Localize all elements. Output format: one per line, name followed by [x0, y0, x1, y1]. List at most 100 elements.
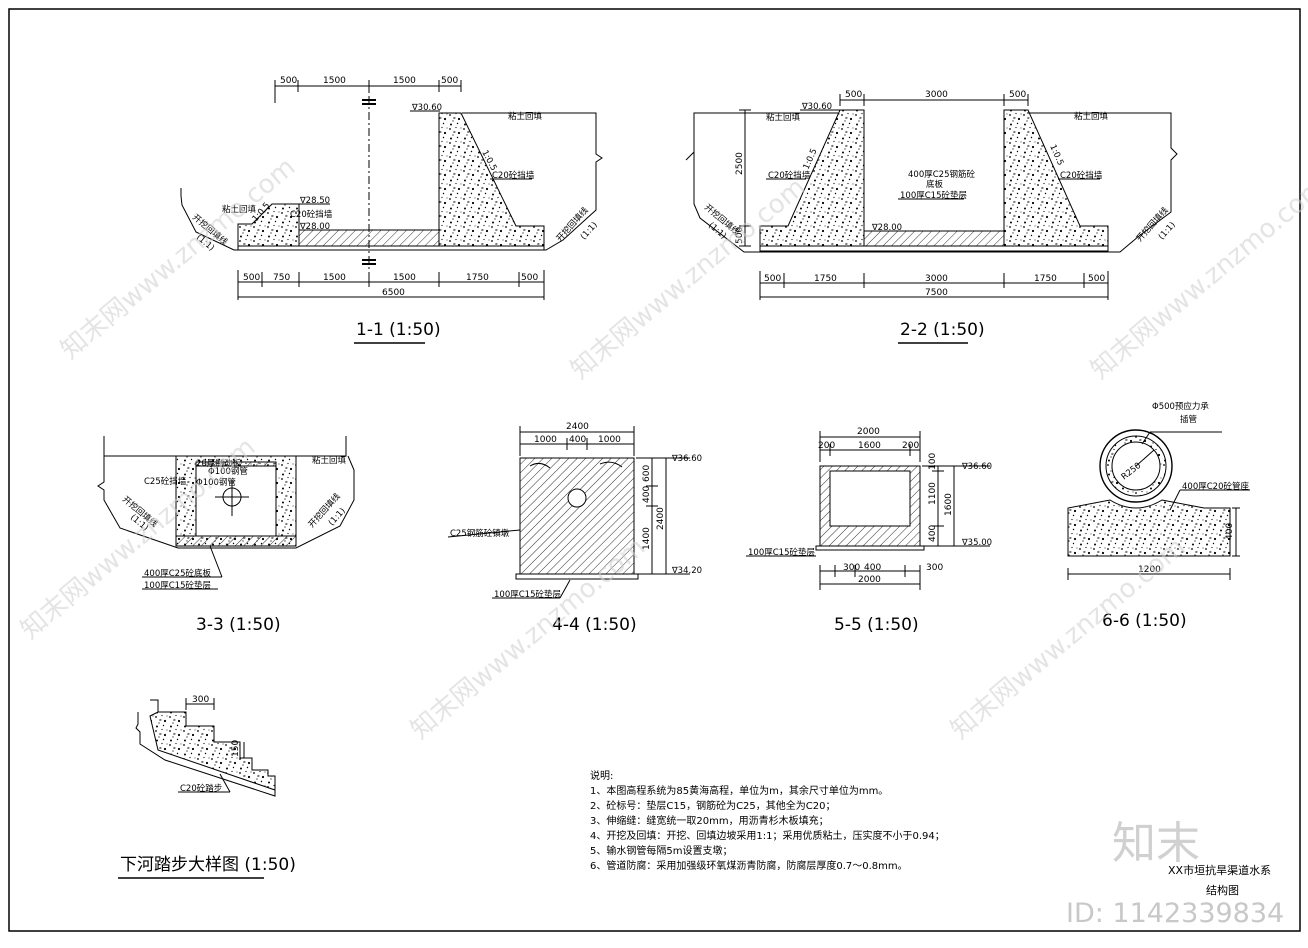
s55-elev-bot: ∇35.00 [961, 538, 992, 548]
s22-bot-dim-3: 3000 [925, 274, 948, 284]
s22-elev-bot: ∇28.00 [871, 223, 902, 233]
s33-title: 3-3 (1:50) [196, 615, 281, 635]
s11-bot-dim-1: 500 [243, 273, 260, 283]
step-dim-w: 300 [192, 695, 209, 705]
note-3: 3、伸缩缝：缝宽统一取20mm，用沥青杉木板填充； [590, 814, 829, 827]
step-detail: 300 150 C20砼踏步 下河踏步大样图 (1:50) [118, 695, 296, 879]
s11-backfill-left: 粘土回填 [222, 204, 257, 215]
s44-right-dim-2: 400 [642, 486, 652, 503]
s11-elev-mid: ∇28.50 [299, 196, 330, 206]
s11-excav-right-ratio: (1:1) [579, 220, 600, 242]
s55-bot-dim-1: 300 [843, 563, 860, 573]
s33-base: 400厚C25砼底板 [144, 568, 211, 579]
s11-title: 1-1 (1:50) [356, 320, 441, 340]
s55-top-total: 2000 [857, 427, 880, 437]
s11-wall-left: C20砼挡墙 [290, 209, 333, 220]
watermark-id: ID: 1142339834 [1066, 898, 1284, 929]
s55-bot-dim-2: 400 [864, 563, 881, 573]
s22-title: 2-2 (1:50) [900, 320, 985, 340]
s55-top-dim-1: 200 [818, 441, 835, 451]
notes-heading: 说明: [590, 769, 613, 782]
watermark-logo: 知末 [1112, 818, 1200, 869]
s55-title: 5-5 (1:50) [834, 615, 919, 635]
s55-top-dim-2: 1600 [858, 441, 881, 451]
s22-bot-dim-5: 500 [1088, 274, 1105, 284]
s22-bot-dim-1: 500 [764, 274, 781, 284]
s44-right-dim-3: 1400 [642, 527, 652, 550]
s44-top-dim-1: 1000 [534, 435, 557, 445]
s22-wall-left: C20砼挡墙 [768, 170, 811, 181]
note-6: 6、管道防腐：采用加强级环氧煤沥青防腐，防腐层厚度0.7～0.8mm。 [590, 859, 908, 872]
s55-cushion: 100厚C15砼垫层 [748, 547, 815, 558]
s11-bot-dim-4: 1500 [393, 273, 416, 283]
s22-wall-right: C20砼挡墙 [1060, 170, 1103, 181]
step-dim-h: 150 [231, 740, 241, 757]
s11-wall-right: C20砼挡墙 [492, 170, 535, 181]
s55-right-dim-3: 400 [928, 525, 938, 542]
s22-top-dim-2: 3000 [925, 90, 948, 100]
notes: 说明: 1、本图高程系统为85黄海高程，单位为m，其余尺寸单位为mm。 2、砼标… [590, 769, 945, 872]
s44-top-dim-2: 400 [569, 435, 586, 445]
s11-total: 6500 [382, 288, 405, 298]
watermark-1: 知末网www.znzmo.com [55, 152, 301, 365]
s11-bot-dim-2: 750 [273, 273, 290, 283]
s44-total-top: 2400 [566, 422, 589, 432]
s66-seat: 400厚C20砼管座 [1182, 481, 1249, 492]
watermark-3: 知末网www.znzmo.com [1085, 172, 1308, 385]
s44-elev-top: ∇36.60 [671, 454, 702, 464]
s44-total-right: 2400 [656, 507, 666, 530]
s33-cushion: 100厚C15砼垫层 [144, 580, 211, 591]
section-4-4: 2400 1000 400 1000 600 400 1400 2400 ∇36… [447, 422, 702, 635]
s33-top: 20厚制动板 [196, 458, 241, 469]
s55-bot-dim-3: 300 [926, 563, 943, 573]
note-4: 4、开挖及回填：开挖、回填边坡采用1:1；采用优质粘土，压实度不小于0.94； [590, 829, 945, 842]
titleblock-line2: 结构图 [1206, 883, 1239, 897]
s11-top-dim-2: 1500 [323, 76, 346, 86]
s44-right-dim-1: 600 [642, 465, 652, 482]
s55-bottom-total: 2000 [858, 575, 881, 585]
s11-elev-bot: ∇28.00 [299, 222, 330, 232]
s33-pipe: Φ100钢管 [208, 466, 248, 477]
s55-top-dim-3: 200 [902, 441, 919, 451]
s22-total: 7500 [925, 288, 948, 298]
s11-bot-dim-6: 500 [521, 273, 538, 283]
s66-pipe-1: Φ500预应力承 [1152, 401, 1209, 412]
s33-pipe2: Φ100钢管 [196, 477, 236, 488]
s55-total-right: 1600 [944, 493, 954, 516]
s11-top-dim-1: 500 [280, 76, 297, 86]
section-6-6: R250 Φ500预应力承 插管 400厚C20砼管座 400 1200 6-6… [1067, 401, 1250, 631]
s55-right-dim-1: 100 [928, 453, 938, 470]
s11-top-dim-4: 500 [441, 76, 458, 86]
s44-title: 4-4 (1:50) [552, 615, 637, 635]
watermark-6: 知末网www.znzmo.com [945, 532, 1191, 745]
s11-elev-top: ∇30.60 [411, 103, 442, 113]
s33-backfill: 粘土回填 [312, 455, 347, 466]
s22-backfill-left: 粘土回填 [766, 112, 801, 123]
s66-dim-height: 400 [1225, 523, 1235, 540]
note-1: 1、本图高程系统为85黄海高程，单位为m，其余尺寸单位为mm。 [590, 784, 888, 797]
s22-height-dim: 2500 [735, 152, 745, 175]
s11-bot-dim-5: 1750 [466, 273, 489, 283]
s22-cushion: 100厚C15砼垫层 [900, 190, 967, 201]
s22-bot-dim-4: 1750 [1034, 274, 1057, 284]
title-block: XX市垣抗旱渠道水系 结构图 [1168, 863, 1271, 897]
s44-top-dim-3: 1000 [598, 435, 621, 445]
titleblock-line1: XX市垣抗旱渠道水系 [1168, 863, 1271, 877]
s66-title: 6-6 (1:50) [1102, 611, 1187, 631]
s22-backfill-right: 粘土回填 [1074, 111, 1109, 122]
s22-base-1: 400厚C25钢筋砼 [908, 169, 975, 180]
s11-top-dim-3: 1500 [393, 76, 416, 86]
s22-top-dim-3: 500 [1009, 90, 1026, 100]
s55-elev-top: ∇36.60 [961, 462, 992, 472]
s55-right-dim-2: 1100 [928, 482, 938, 505]
s22-bot-dim-2: 1750 [814, 274, 837, 284]
step-label: C20砼踏步 [180, 783, 222, 794]
s22-base-2: 底板 [926, 179, 944, 190]
s11-bot-dim-3: 1500 [323, 273, 346, 283]
s33-wall: C25砼挡墙 [144, 476, 187, 487]
section-3-3: 20厚制动板 Φ100钢管 Φ100钢管 C25砼挡墙 粘土回填 开挖回填线 (… [97, 436, 355, 635]
s44-elev-bot: ∇34.20 [671, 566, 702, 576]
note-2: 2、砼标号：垫层C15，钢筋砼为C25，其他全为C20； [590, 799, 835, 812]
s66-dim-width: 1200 [1138, 565, 1161, 575]
